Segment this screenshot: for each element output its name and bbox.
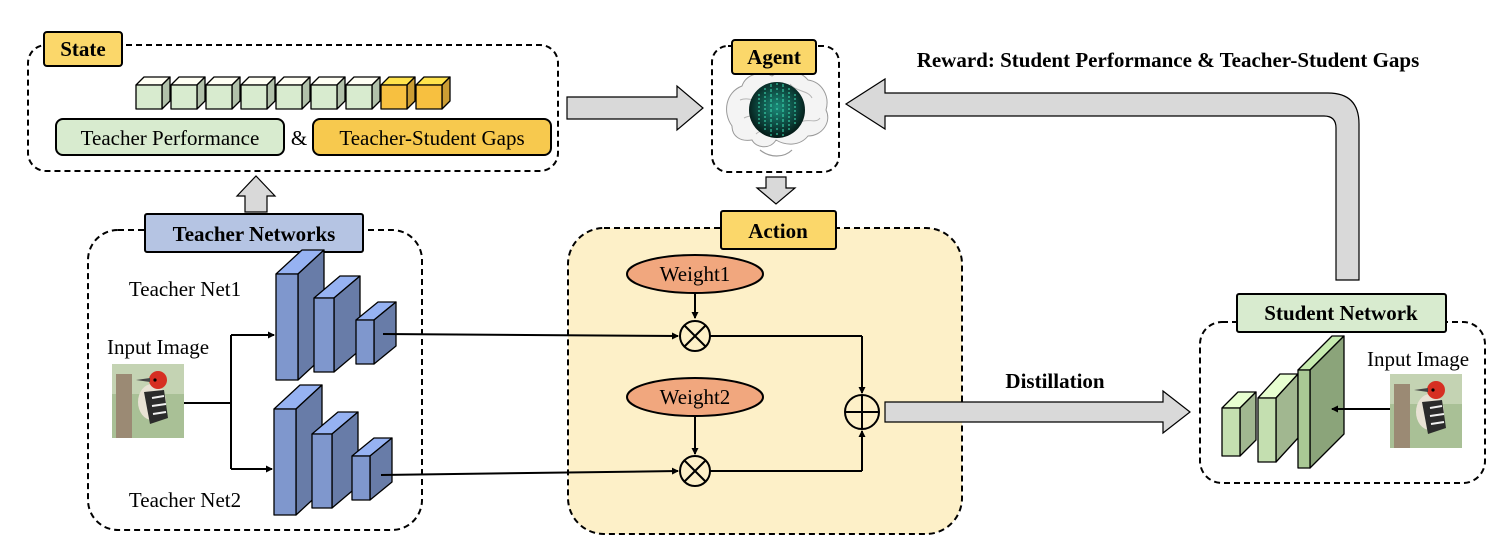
student-network-layers bbox=[1221, 335, 1345, 469]
reward-arrow bbox=[844, 77, 1360, 281]
ampersand-label: & bbox=[291, 126, 307, 150]
state-cube bbox=[310, 76, 346, 110]
teacher-output-lines bbox=[380, 332, 679, 476]
teacher-performance-label: Teacher Performance bbox=[81, 126, 260, 150]
state-cube bbox=[205, 76, 241, 110]
student-layer-2 bbox=[1257, 373, 1299, 463]
weight2-label: Weight2 bbox=[660, 385, 731, 409]
action-panel: Action Weight1 Weight2 bbox=[567, 210, 963, 535]
student-layer-3 bbox=[1297, 335, 1345, 469]
teacher-net2-layer-3 bbox=[351, 437, 393, 501]
state-cube bbox=[345, 76, 381, 110]
student-network-panel: Student Network Input Image bbox=[1199, 293, 1486, 484]
state-cube bbox=[170, 76, 206, 110]
state-cube bbox=[275, 76, 311, 110]
agent-title-tag bbox=[731, 39, 817, 75]
reward-label: Reward: Student Performance & Teacher-St… bbox=[917, 48, 1420, 72]
teacher-net1-layer-2 bbox=[313, 275, 361, 373]
teacher-net1-layers bbox=[275, 249, 397, 381]
teacher-net1-layer-1 bbox=[275, 249, 325, 381]
action-title-tag bbox=[720, 210, 837, 250]
teacher-to-state-arrow bbox=[235, 175, 277, 213]
teacher-input-image bbox=[112, 364, 184, 438]
state-cube bbox=[380, 76, 416, 110]
teacher-net1-label: Teacher Net1 bbox=[129, 277, 241, 301]
state-title-tag bbox=[43, 31, 123, 67]
state-to-agent-arrow bbox=[566, 84, 704, 132]
teacher-net1-layer-3 bbox=[355, 301, 397, 365]
state-panel: State Teacher Performance & Teacher-Stud… bbox=[27, 31, 559, 172]
teacher-networks-title: Teacher Networks bbox=[173, 222, 336, 246]
state-cube bbox=[240, 76, 276, 110]
student-input-image-label: Input Image bbox=[1367, 347, 1469, 371]
agent-panel: Agent bbox=[711, 39, 840, 173]
teacher-input-image-label: Input Image bbox=[107, 335, 209, 359]
teacher-student-gaps-box bbox=[312, 118, 552, 156]
teacher-networks-panel: Teacher Networks Teacher Net1 Input Imag… bbox=[87, 213, 423, 531]
state-cube bbox=[415, 76, 451, 110]
student-network-title-tag bbox=[1236, 293, 1447, 333]
teacher-student-gaps-label: Teacher-Student Gaps bbox=[339, 126, 524, 150]
distillation-label: Distillation bbox=[1005, 369, 1104, 393]
student-network-title: Student Network bbox=[1264, 301, 1418, 325]
state-title: State bbox=[60, 37, 106, 61]
student-input-image bbox=[1390, 374, 1462, 448]
teacher-networks-title-tag bbox=[144, 213, 364, 253]
agent-title: Agent bbox=[747, 45, 801, 69]
teacher-net2-layers bbox=[273, 384, 393, 516]
student-layer-1 bbox=[1221, 391, 1257, 457]
weight1-label: Weight1 bbox=[660, 262, 731, 286]
teacher-net2-label: Teacher Net2 bbox=[129, 488, 241, 512]
state-cubes bbox=[135, 76, 451, 110]
teacher-performance-box bbox=[55, 118, 285, 156]
state-cube bbox=[135, 76, 171, 110]
action-title: Action bbox=[748, 219, 808, 243]
brain-icon bbox=[726, 70, 829, 157]
agent-to-action-arrow bbox=[755, 176, 797, 205]
distillation-arrow bbox=[884, 389, 1191, 435]
